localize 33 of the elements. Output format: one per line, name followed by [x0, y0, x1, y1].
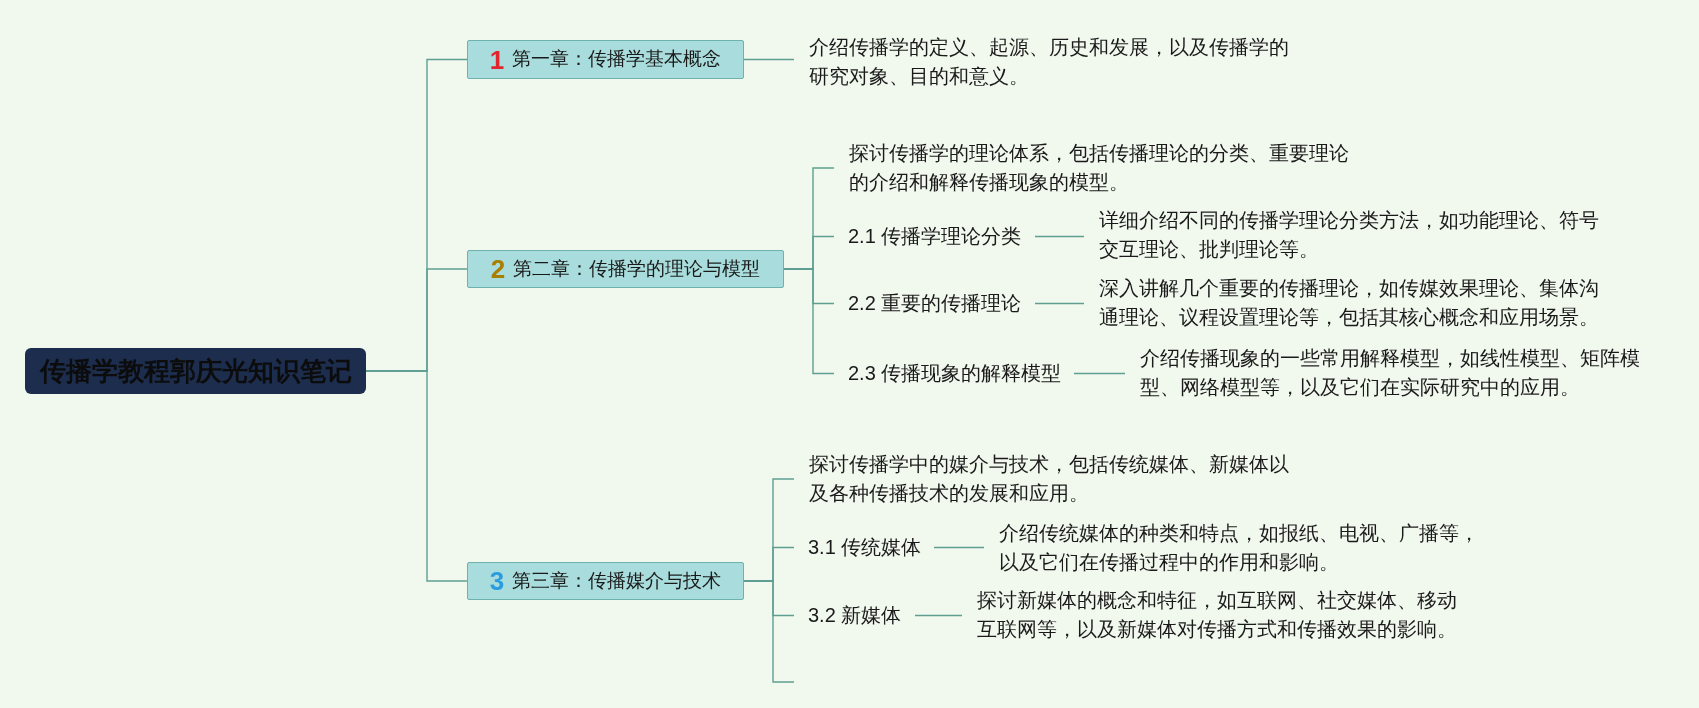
topic-box [467, 562, 744, 600]
chapter-title: 第一章：传播学基本概念 [512, 47, 722, 72]
description-text: 探讨传播学中的媒介与技术，包括传统媒体、新媒体以及各种传播技术的发展和应用。 [809, 452, 1290, 506]
description-text: 探讨新媒体的概念和特征，如互联网、社交媒体、移动互联网等，以及新媒体对传播方式和传播效果的影响。 [977, 588, 1458, 642]
description-text: 介绍传统媒体的种类和特点，如报纸、电视、广播等，以及它们在传播过程中的作用和影响。 [999, 521, 1480, 575]
connector-line [933, 546, 985, 549]
subtopic-text: 2.3 传播现象的解释模型 [848, 361, 1062, 386]
number-icon: 3 [489, 568, 505, 594]
description-text: 介绍传播现象的一些常用解释模型，如线性模型、矩阵模型、网络模型等，以及它们在实际研究中的应用。 [1140, 346, 1641, 400]
description-text: 深入讲解几个重要的传播理论，如传媒效果理论、集体沟通理论、议程设置理论等，包括其核心概念和应用场景。 [1099, 276, 1600, 330]
connector-line [743, 58, 795, 61]
subtopic-text: 2.2 重要的传播理论 [848, 291, 1022, 316]
number-icon: 2 [490, 256, 506, 282]
connector-line [365, 370, 468, 582]
root-title: 传播学教程郭庆光知识笔记 [39, 354, 352, 388]
number-icon: 1 [489, 46, 505, 73]
subtopic-text: 3.1 传统媒体 [808, 535, 922, 560]
connector-line [1034, 302, 1085, 305]
subtopic-text: 2.1 传播学理论分类 [848, 224, 1022, 249]
connector-line [1073, 372, 1126, 375]
description-text: 详细介绍不同的传播学理论分类方法，如功能理论、符号交互理论、批判理论等。 [1099, 208, 1600, 262]
description-text: 介绍传播学的定义、起源、历史和发展，以及传播学的研究对象、目的和意义。 [809, 35, 1290, 89]
description-text: 探讨传播学的理论体系，包括传播理论的分类、重要理论的介绍和解释传播现象的模型。 [849, 141, 1350, 195]
subtopic-text: 3.2 新媒体 [808, 603, 902, 628]
topic-box [467, 40, 744, 79]
chapter-title: 第三章：传播媒介与技术 [512, 568, 722, 593]
connector-line [914, 614, 963, 617]
root-topic-box [25, 348, 366, 394]
topic-box [467, 250, 784, 288]
connector-line [1034, 235, 1085, 238]
connector-line [783, 268, 835, 375]
connector-line [743, 580, 795, 683]
chapter-title: 第二章：传播学的理论与模型 [513, 256, 761, 281]
